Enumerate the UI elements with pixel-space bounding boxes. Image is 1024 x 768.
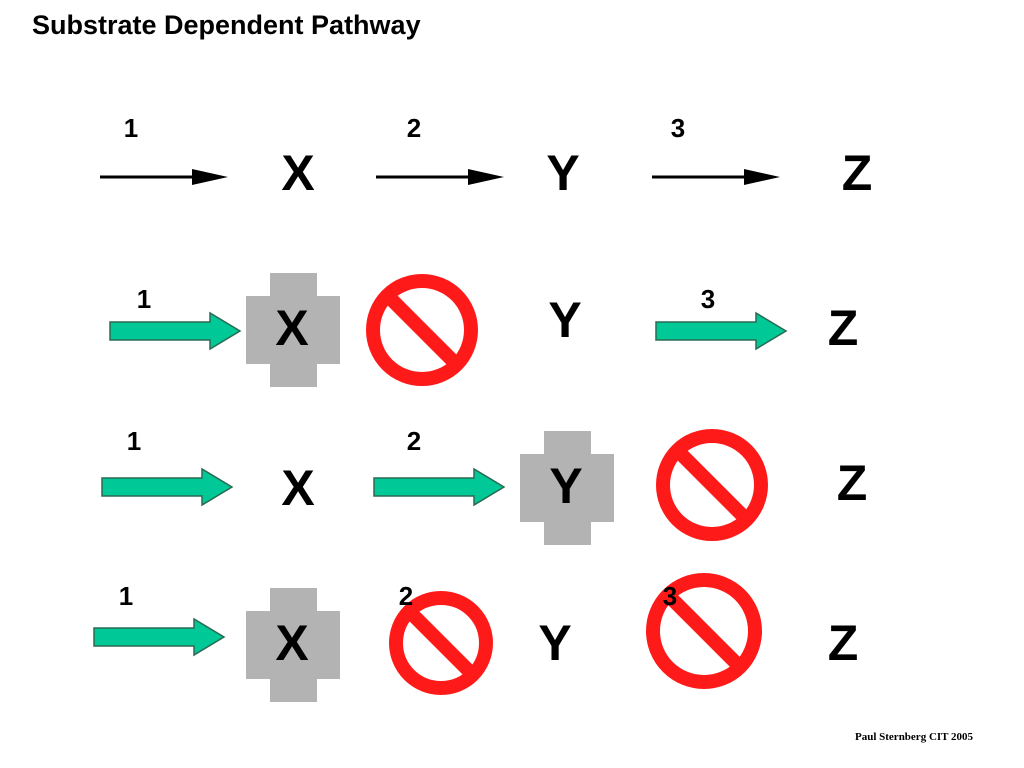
- step-1: 1: [93, 581, 226, 657]
- block-arrow: [655, 311, 788, 351]
- step-1: 1: [100, 113, 228, 185]
- prohibition-slash: [675, 448, 749, 522]
- step-number: 3: [671, 113, 685, 143]
- page-title: Substrate Dependent Pathway: [32, 10, 421, 40]
- step-1: 1: [109, 284, 242, 351]
- pathway-row-4: 1 2 3X Y Z: [93, 573, 859, 702]
- arrow-head: [744, 169, 780, 185]
- step-3: [656, 429, 768, 541]
- metabolite-x: X: [281, 460, 314, 516]
- arrow-head: [468, 169, 504, 185]
- prohibition-slash: [665, 592, 743, 670]
- accumulation-cross: [520, 431, 614, 545]
- metabolite-y: Y: [548, 292, 581, 348]
- step-number: 1: [137, 284, 151, 314]
- step-number: 3: [663, 581, 677, 611]
- credit-text: Paul Sternberg CIT 2005: [855, 731, 974, 743]
- step-number: 1: [124, 113, 138, 143]
- metabolite-letter: Z: [837, 455, 868, 511]
- block-arrow: [101, 467, 234, 507]
- metabolite-letter: Y: [549, 458, 582, 514]
- metabolite-y: Y: [520, 431, 614, 545]
- metabolite-letter: X: [281, 145, 314, 201]
- metabolite-z: Z: [828, 615, 859, 671]
- step-number: 1: [119, 581, 133, 611]
- pathway-row-3: 1 2X Y Z: [101, 426, 868, 545]
- metabolite-letter: Y: [538, 615, 571, 671]
- step-2: 2: [389, 581, 493, 695]
- accumulation-cross: [246, 588, 340, 702]
- prohibition-ring: [646, 573, 762, 689]
- step-2: 2: [376, 113, 504, 185]
- metabolite-z: Z: [842, 145, 873, 201]
- step-number: 2: [407, 113, 421, 143]
- metabolite-letter: Z: [828, 615, 859, 671]
- step-2: [366, 274, 478, 386]
- step-3: 3: [652, 113, 780, 185]
- metabolite-letter: Y: [546, 145, 579, 201]
- step-number: 2: [399, 581, 413, 611]
- block-arrow: [93, 617, 226, 657]
- step-number: 1: [127, 426, 141, 456]
- metabolite-x: X: [246, 588, 340, 702]
- pathway-row-2: 1 3X Y Z: [109, 273, 859, 387]
- metabolite-letter: Z: [828, 300, 859, 356]
- metabolite-x: X: [281, 145, 314, 201]
- step-number: 3: [701, 284, 715, 314]
- block-arrow: [109, 311, 242, 351]
- prohibition-ring: [366, 274, 478, 386]
- step-3: 3: [655, 284, 788, 351]
- metabolite-letter: X: [281, 460, 314, 516]
- prohibition-slash: [407, 609, 475, 677]
- step-1: 1: [101, 426, 234, 507]
- metabolite-letter: Y: [548, 292, 581, 348]
- metabolite-y: Y: [546, 145, 579, 201]
- metabolite-y: Y: [538, 615, 571, 671]
- step-number: 2: [407, 426, 421, 456]
- metabolite-letter: X: [275, 615, 308, 671]
- metabolite-x: X: [246, 273, 340, 387]
- metabolite-z: Z: [837, 455, 868, 511]
- metabolite-z: Z: [828, 300, 859, 356]
- metabolite-letter: X: [275, 300, 308, 356]
- prohibition-ring: [389, 591, 493, 695]
- accumulation-cross: [246, 273, 340, 387]
- arrow-head: [192, 169, 228, 185]
- step-3: 3: [646, 573, 762, 689]
- prohibition-slash: [385, 293, 459, 367]
- step-2: 2: [373, 426, 506, 507]
- pathway-row-1: 1 2 3X Y Z: [100, 113, 872, 201]
- block-arrow: [373, 467, 506, 507]
- metabolite-letter: Z: [842, 145, 873, 201]
- prohibition-ring: [656, 429, 768, 541]
